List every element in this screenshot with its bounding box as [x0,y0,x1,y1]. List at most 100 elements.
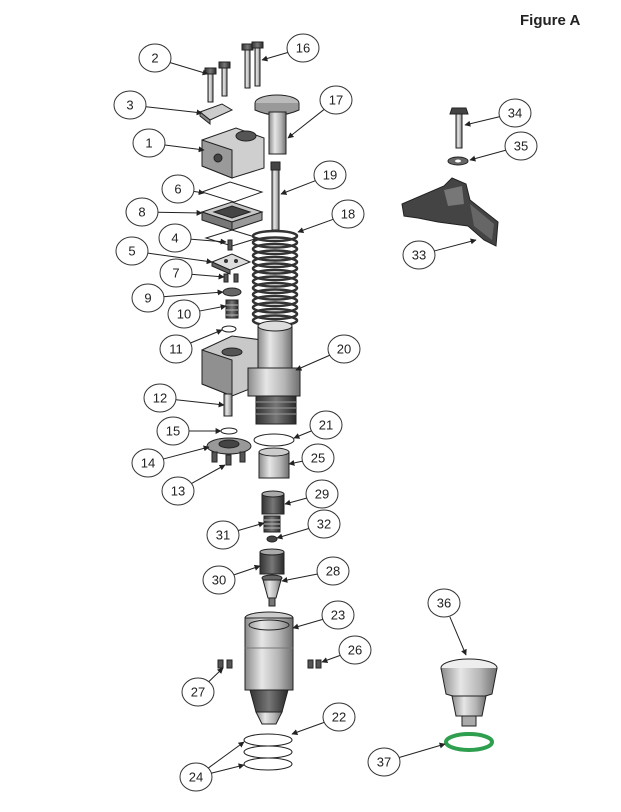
spring-coil [251,268,299,282]
part-7-screws [223,273,239,283]
callout-7: 7 [159,258,225,288]
callout-label: 32 [317,517,331,532]
part-21-ring [253,433,295,447]
spring-coil [251,262,299,275]
callout-circle [143,383,177,413]
callout-circle [132,128,166,158]
callout-label: 16 [296,41,310,56]
part-34-bolt [449,107,469,149]
callout-17: 17 [287,85,353,139]
part-13-screws [211,451,246,466]
callout-5: 5 [115,236,213,266]
part-8-plate [200,201,264,231]
callout-circle [158,223,192,253]
callout-circle [367,747,401,777]
part-23-nozzle-nut [244,611,294,725]
callout-29: 29 [284,479,339,509]
callout-circle [327,334,361,364]
callout-circle [338,635,372,665]
callout-label: 30 [212,573,226,588]
part-30-spacer [259,548,285,575]
callout-3: 3 [113,90,203,120]
callout-circle [322,702,356,732]
callout-1: 1 [132,128,205,158]
callout-label: 25 [311,451,325,466]
callout-circle [181,677,215,707]
spring-coil [251,236,299,249]
callout-circle [498,98,532,128]
figure-title: Figure A [520,12,581,29]
spring-coil [251,249,299,262]
part-16-bolts [241,41,264,89]
callout-leader [207,741,245,769]
callout-label: 29 [315,487,329,502]
callout-11: 11 [159,329,223,364]
callout-label: 28 [326,564,340,579]
callout-27: 27 [181,667,224,707]
callout-leader [163,144,205,153]
callout-leader [261,51,289,62]
callout-circle [307,509,341,539]
part-5-plate [210,253,252,275]
callout-circle [206,520,240,550]
callout-leader [464,116,501,127]
callout-label: 21 [319,418,333,433]
callout-leader [190,273,225,280]
callout-leader [293,430,313,439]
callout-label: 36 [437,596,451,611]
callout-leader [292,618,324,630]
callout-34: 34 [464,98,532,128]
part-28-needle [261,574,283,607]
callout-label: 3 [126,98,133,113]
callout-leader [174,399,225,408]
callout-circle [167,299,201,329]
part-32-valve [266,535,278,543]
callout-19: 19 [280,160,347,195]
callout-circle [331,199,365,229]
part-4-gasket [204,229,260,251]
callout-leader [321,654,342,663]
spring-coil [251,288,299,301]
callout-circle [131,283,165,313]
callout-circle [159,334,193,364]
callout-33: 33 [402,238,477,270]
callout-circle [316,556,350,586]
part-31-spring [263,515,281,533]
callout-12: 12 [143,383,225,413]
spring-coil [251,301,299,314]
spring-coil [251,275,299,288]
callout-24: 24 [179,741,245,792]
part-2-bolts [204,61,231,103]
callout-leader [192,189,205,196]
spring-coil [251,229,299,243]
part-10-spring [225,299,239,319]
callout-leader [210,763,245,774]
callout-label: 14 [141,456,155,471]
callout-25: 25 [288,443,335,473]
callout-label: 19 [323,168,337,183]
callout-leader [233,564,261,576]
callout-label: 10 [177,307,191,322]
callout-label: 27 [191,685,205,700]
part-1-block [201,127,265,179]
callout-leader [398,742,446,759]
spring-coil [251,307,299,321]
callout-circle [286,33,320,63]
callout-14: 14 [131,445,210,478]
callout-8: 8 [125,197,203,227]
part-18-spring [251,229,299,327]
callout-leader [280,179,317,195]
callout-35: 35 [469,131,538,162]
callout-leader [281,573,319,583]
callout-leader [162,289,224,298]
callout-18: 18 [297,199,365,233]
part-22-24-rings [243,733,293,771]
callout-circle [309,410,343,440]
callout-circle [402,240,436,270]
callout-leader [146,252,213,265]
callout-circle [138,43,172,73]
callout-circle [321,600,355,630]
part-12-pin [223,393,233,417]
callout-leader [288,459,304,466]
